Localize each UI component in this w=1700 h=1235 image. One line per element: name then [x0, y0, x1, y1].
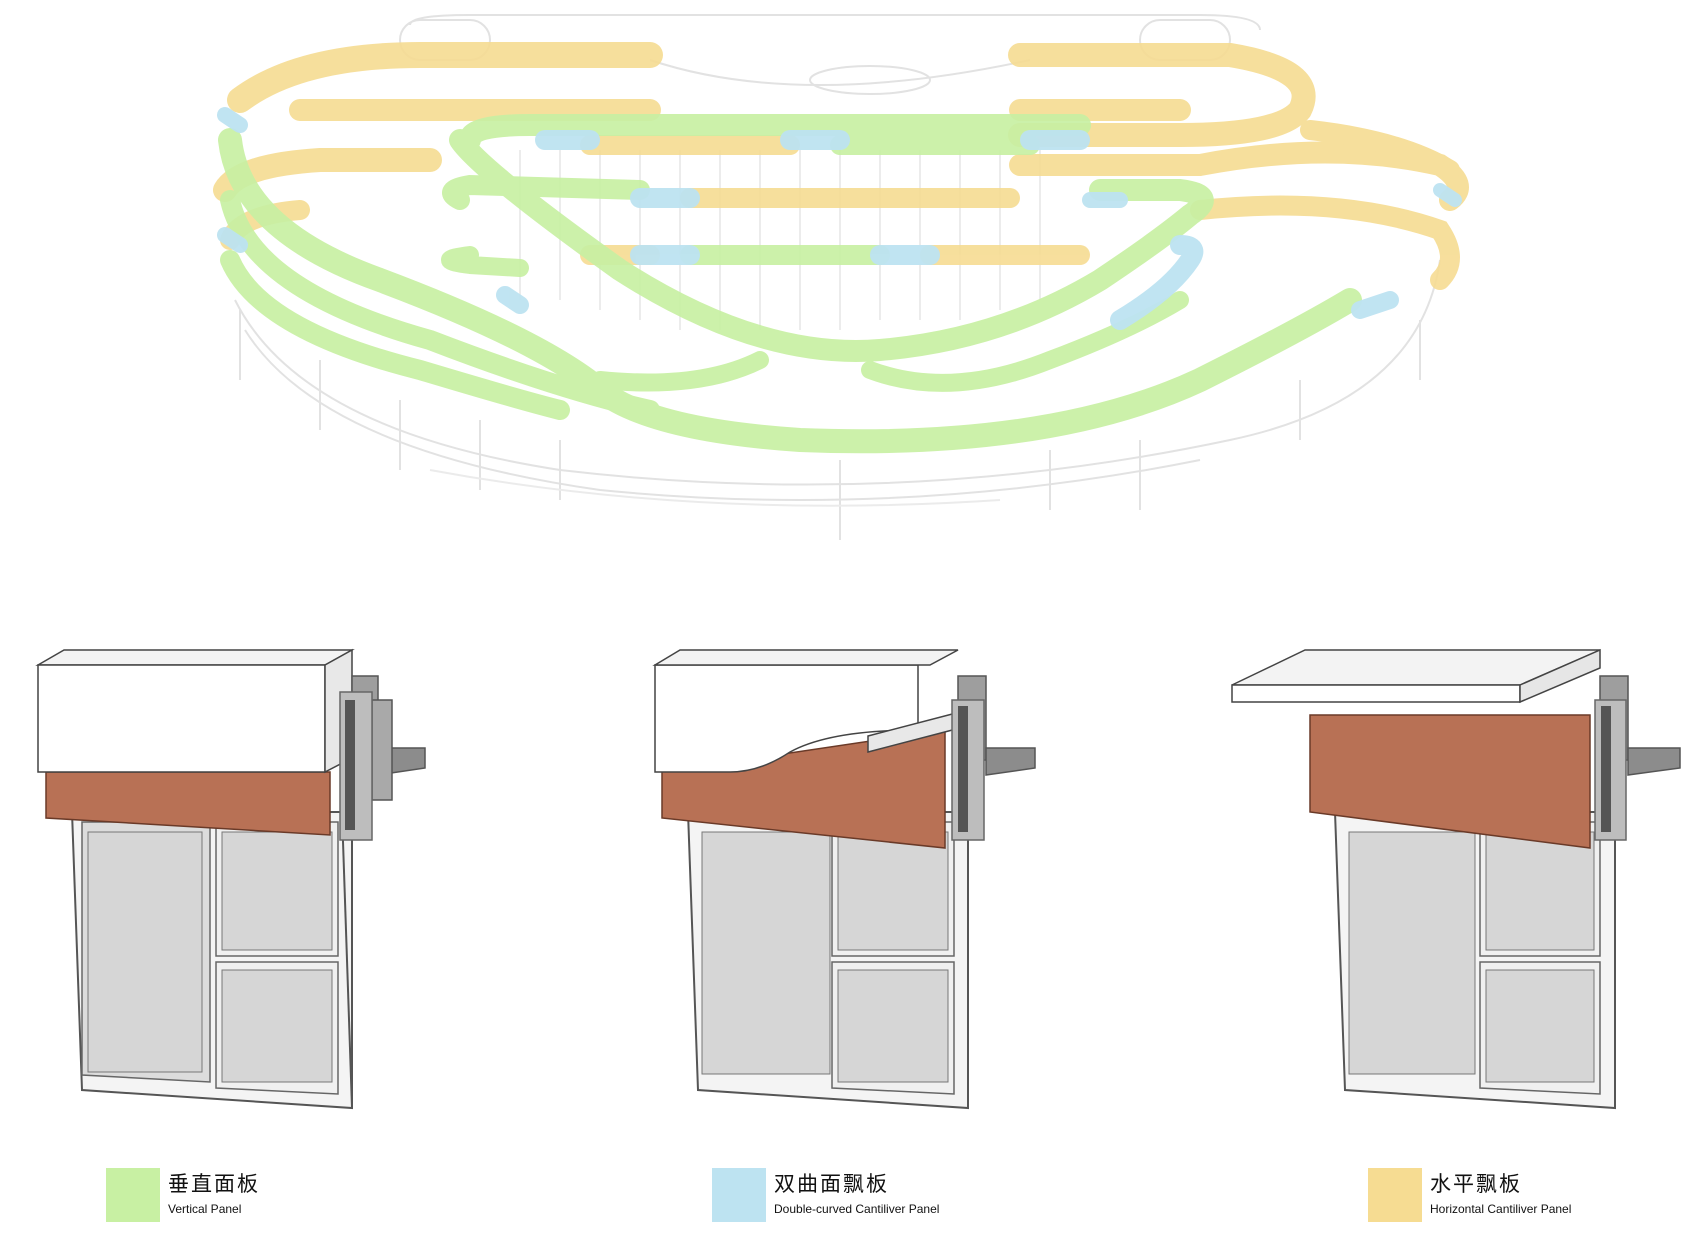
vertical-panel-bands: [218, 114, 1362, 454]
legend-swatch-double-curved: [712, 1168, 766, 1222]
building-ghost-structure: [234, 14, 1441, 540]
legend-label-zh: 双曲面飘板: [774, 1172, 889, 1196]
double-curved-panel-segments: [217, 107, 1462, 330]
horizontal-panel-bands: [213, 42, 1469, 290]
legend-label-en: Vertical Panel: [168, 1202, 242, 1216]
detail-vertical-panel: [35, 648, 426, 1110]
legend-label-en: Horizontal Cantiliver Panel: [1430, 1202, 1572, 1216]
detail-double-curved-panel: [652, 649, 1036, 1110]
legend-swatch-horizontal: [1368, 1168, 1422, 1222]
legend-swatch-vertical: [106, 1168, 160, 1222]
detail-horizontal-panel: [1231, 648, 1681, 1110]
legend-label-zh: 水平飘板: [1430, 1172, 1522, 1196]
legend-label-en: Double-curved Cantiliver Panel: [774, 1202, 940, 1216]
building-isometric: [213, 14, 1469, 540]
building-facade-grid: [519, 150, 1041, 330]
legend-label-zh: 垂直面板: [168, 1172, 260, 1196]
